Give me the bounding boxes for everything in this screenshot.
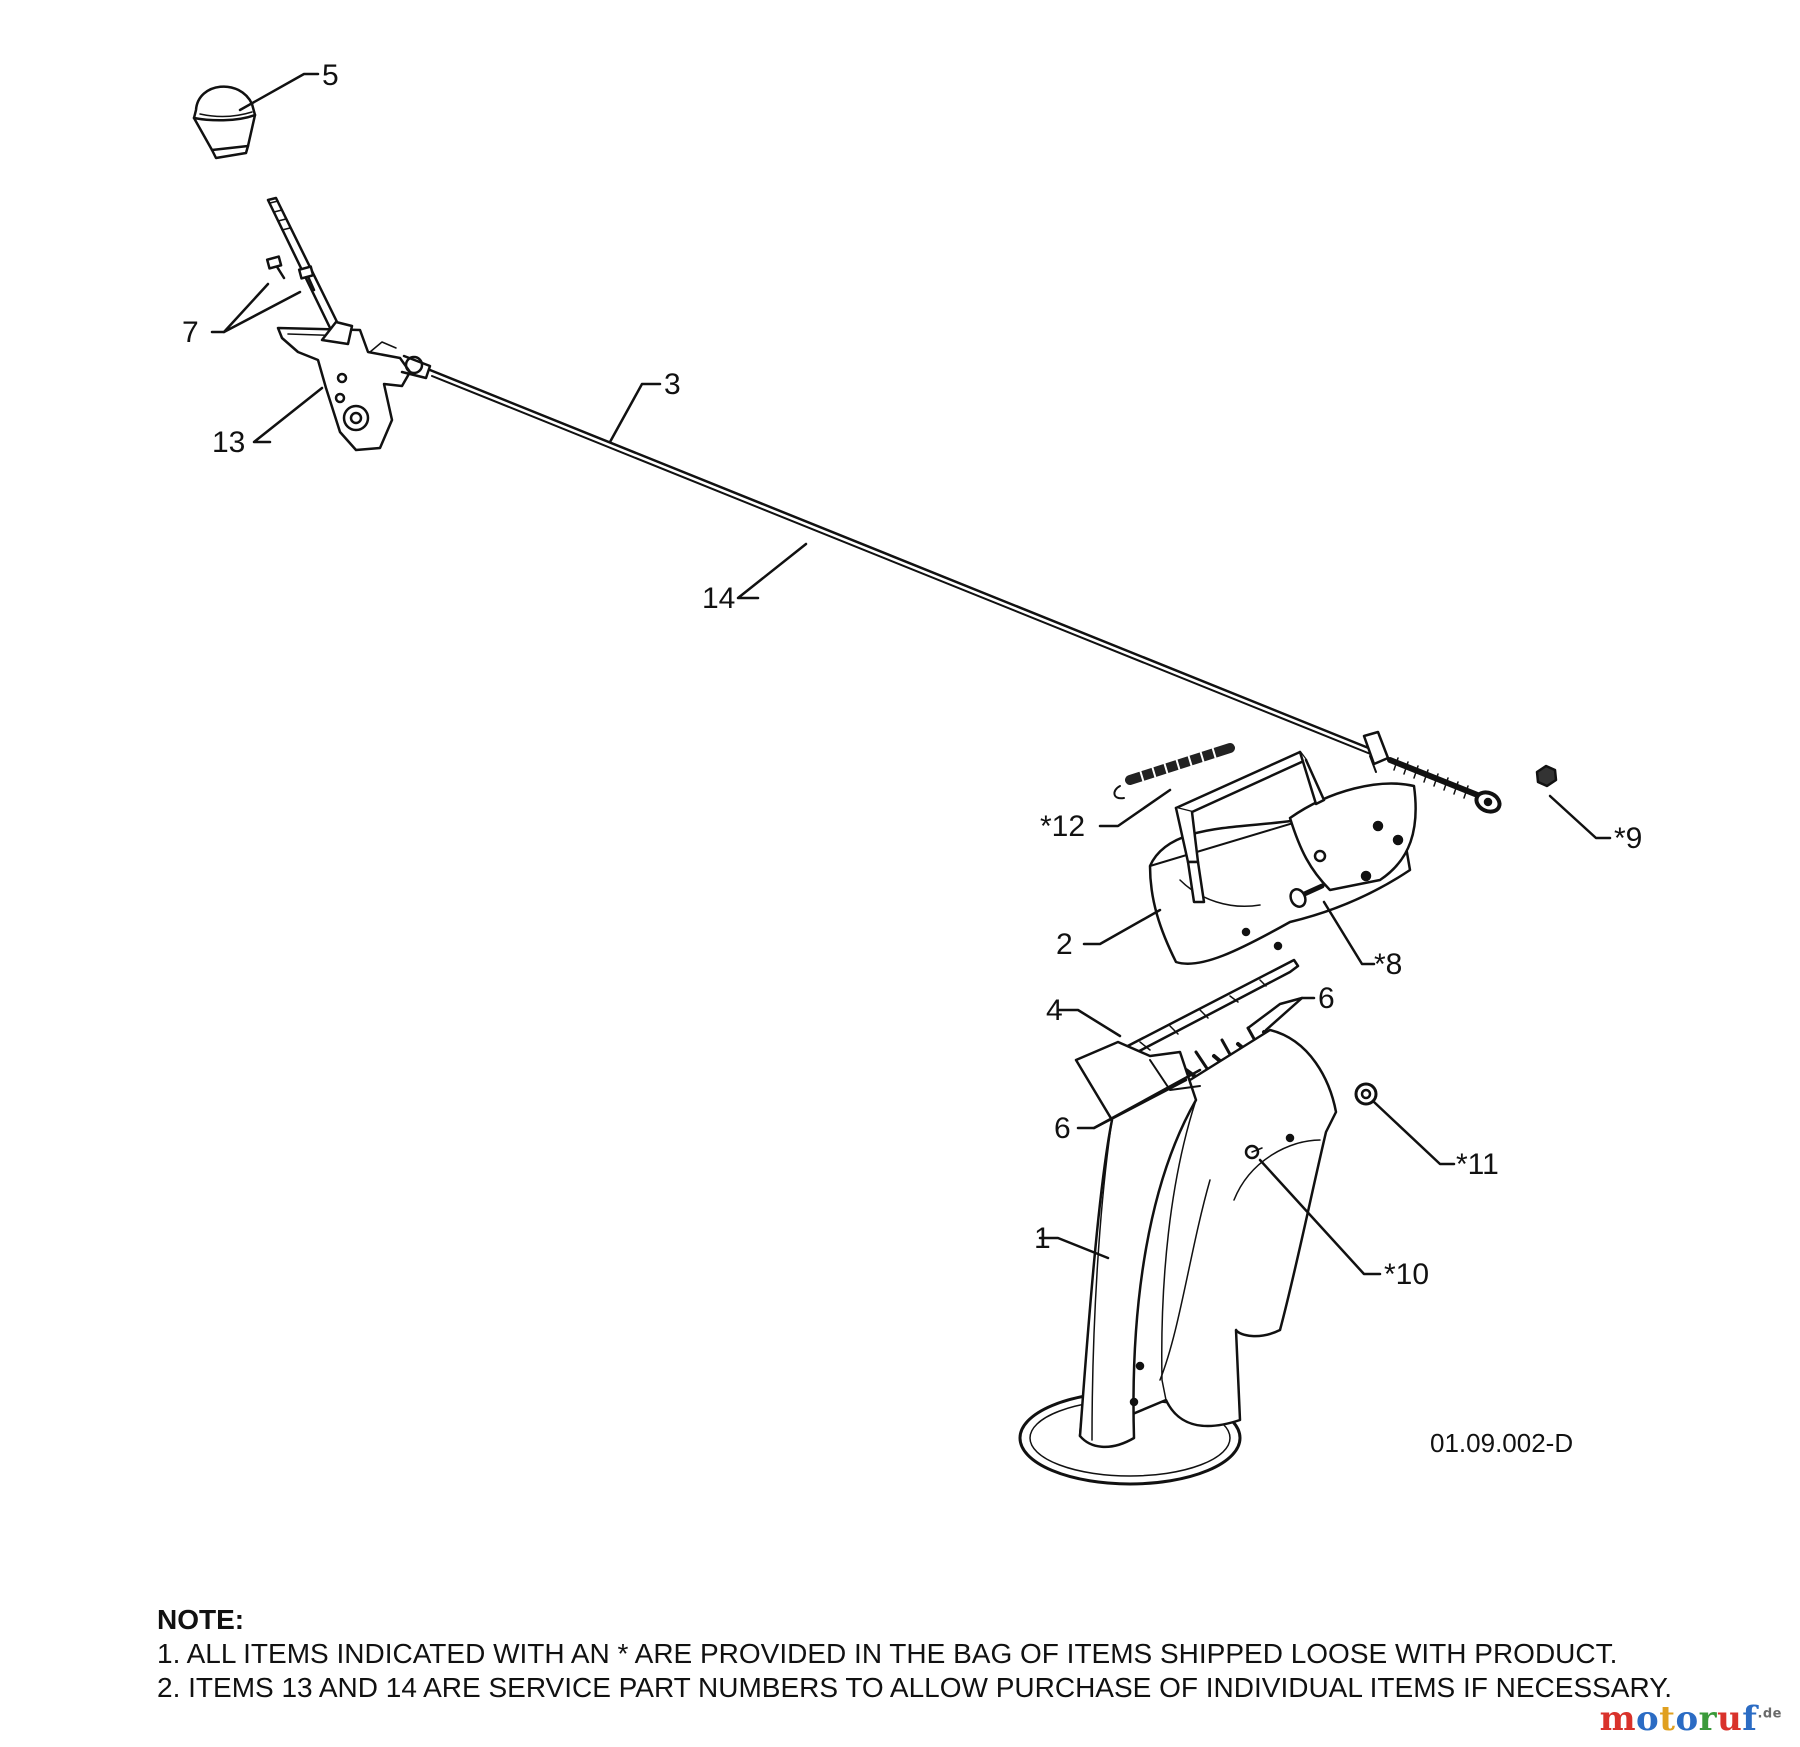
watermark-letter: o bbox=[1636, 1699, 1660, 1739]
part-spring bbox=[1113, 743, 1235, 800]
part-nut-9 bbox=[1535, 764, 1558, 788]
part-hinge-plate bbox=[1118, 958, 1300, 1060]
callout-5: 5 bbox=[322, 59, 339, 92]
leader-lines bbox=[210, 72, 1612, 1276]
note-heading: NOTE: bbox=[157, 1604, 245, 1635]
note-line-2: 2. ITEMS 13 AND 14 ARE SERVICE PART NUMB… bbox=[157, 1672, 1673, 1703]
watermark-letter: r bbox=[1698, 1699, 1718, 1739]
watermark-logo: motoruf.de bbox=[1600, 1699, 1782, 1739]
callout-3: 3 bbox=[664, 368, 681, 401]
callout-13: 13 bbox=[212, 426, 245, 459]
callout-9: *9 bbox=[1614, 822, 1642, 855]
callout-6-top: 6 bbox=[1318, 982, 1335, 1015]
callout-12: *12 bbox=[1040, 810, 1085, 843]
callout-2: 2 bbox=[1056, 928, 1073, 961]
note-line-1: 1. ALL ITEMS INDICATED WITH AN * ARE PRO… bbox=[157, 1638, 1618, 1669]
callout-11: *11 bbox=[1456, 1148, 1499, 1181]
watermark-letter: t bbox=[1659, 1699, 1676, 1739]
notes-block: NOTE: 1. ALL ITEMS INDICATED WITH AN * A… bbox=[157, 1603, 1717, 1705]
watermark-letter: u bbox=[1717, 1699, 1743, 1739]
part-lever-assembly bbox=[265, 196, 432, 452]
part-cable-rod bbox=[428, 368, 1502, 814]
drawing-code: 01.09.002-D bbox=[1430, 1428, 1573, 1458]
watermark-letter: f bbox=[1742, 1699, 1758, 1739]
callout-4: 4 bbox=[1046, 994, 1063, 1027]
watermark-letter: m bbox=[1599, 1699, 1637, 1739]
part-chute bbox=[1018, 1028, 1338, 1486]
part-nut-11 bbox=[1354, 1082, 1378, 1106]
callout-14: 14 bbox=[702, 582, 735, 615]
watermark-letter: o bbox=[1675, 1699, 1699, 1739]
callout-8: *8 bbox=[1374, 948, 1402, 981]
watermark-suffix: .de bbox=[1757, 1706, 1782, 1722]
callout-10: *10 bbox=[1384, 1258, 1429, 1291]
callout-1: 1 bbox=[1034, 1222, 1051, 1255]
part-bolt-8 bbox=[1289, 883, 1325, 908]
callout-6-left: 6 bbox=[1054, 1112, 1071, 1145]
part-knob bbox=[192, 85, 257, 160]
callout-7: 7 bbox=[182, 316, 199, 349]
part-deflector bbox=[1148, 750, 1417, 966]
